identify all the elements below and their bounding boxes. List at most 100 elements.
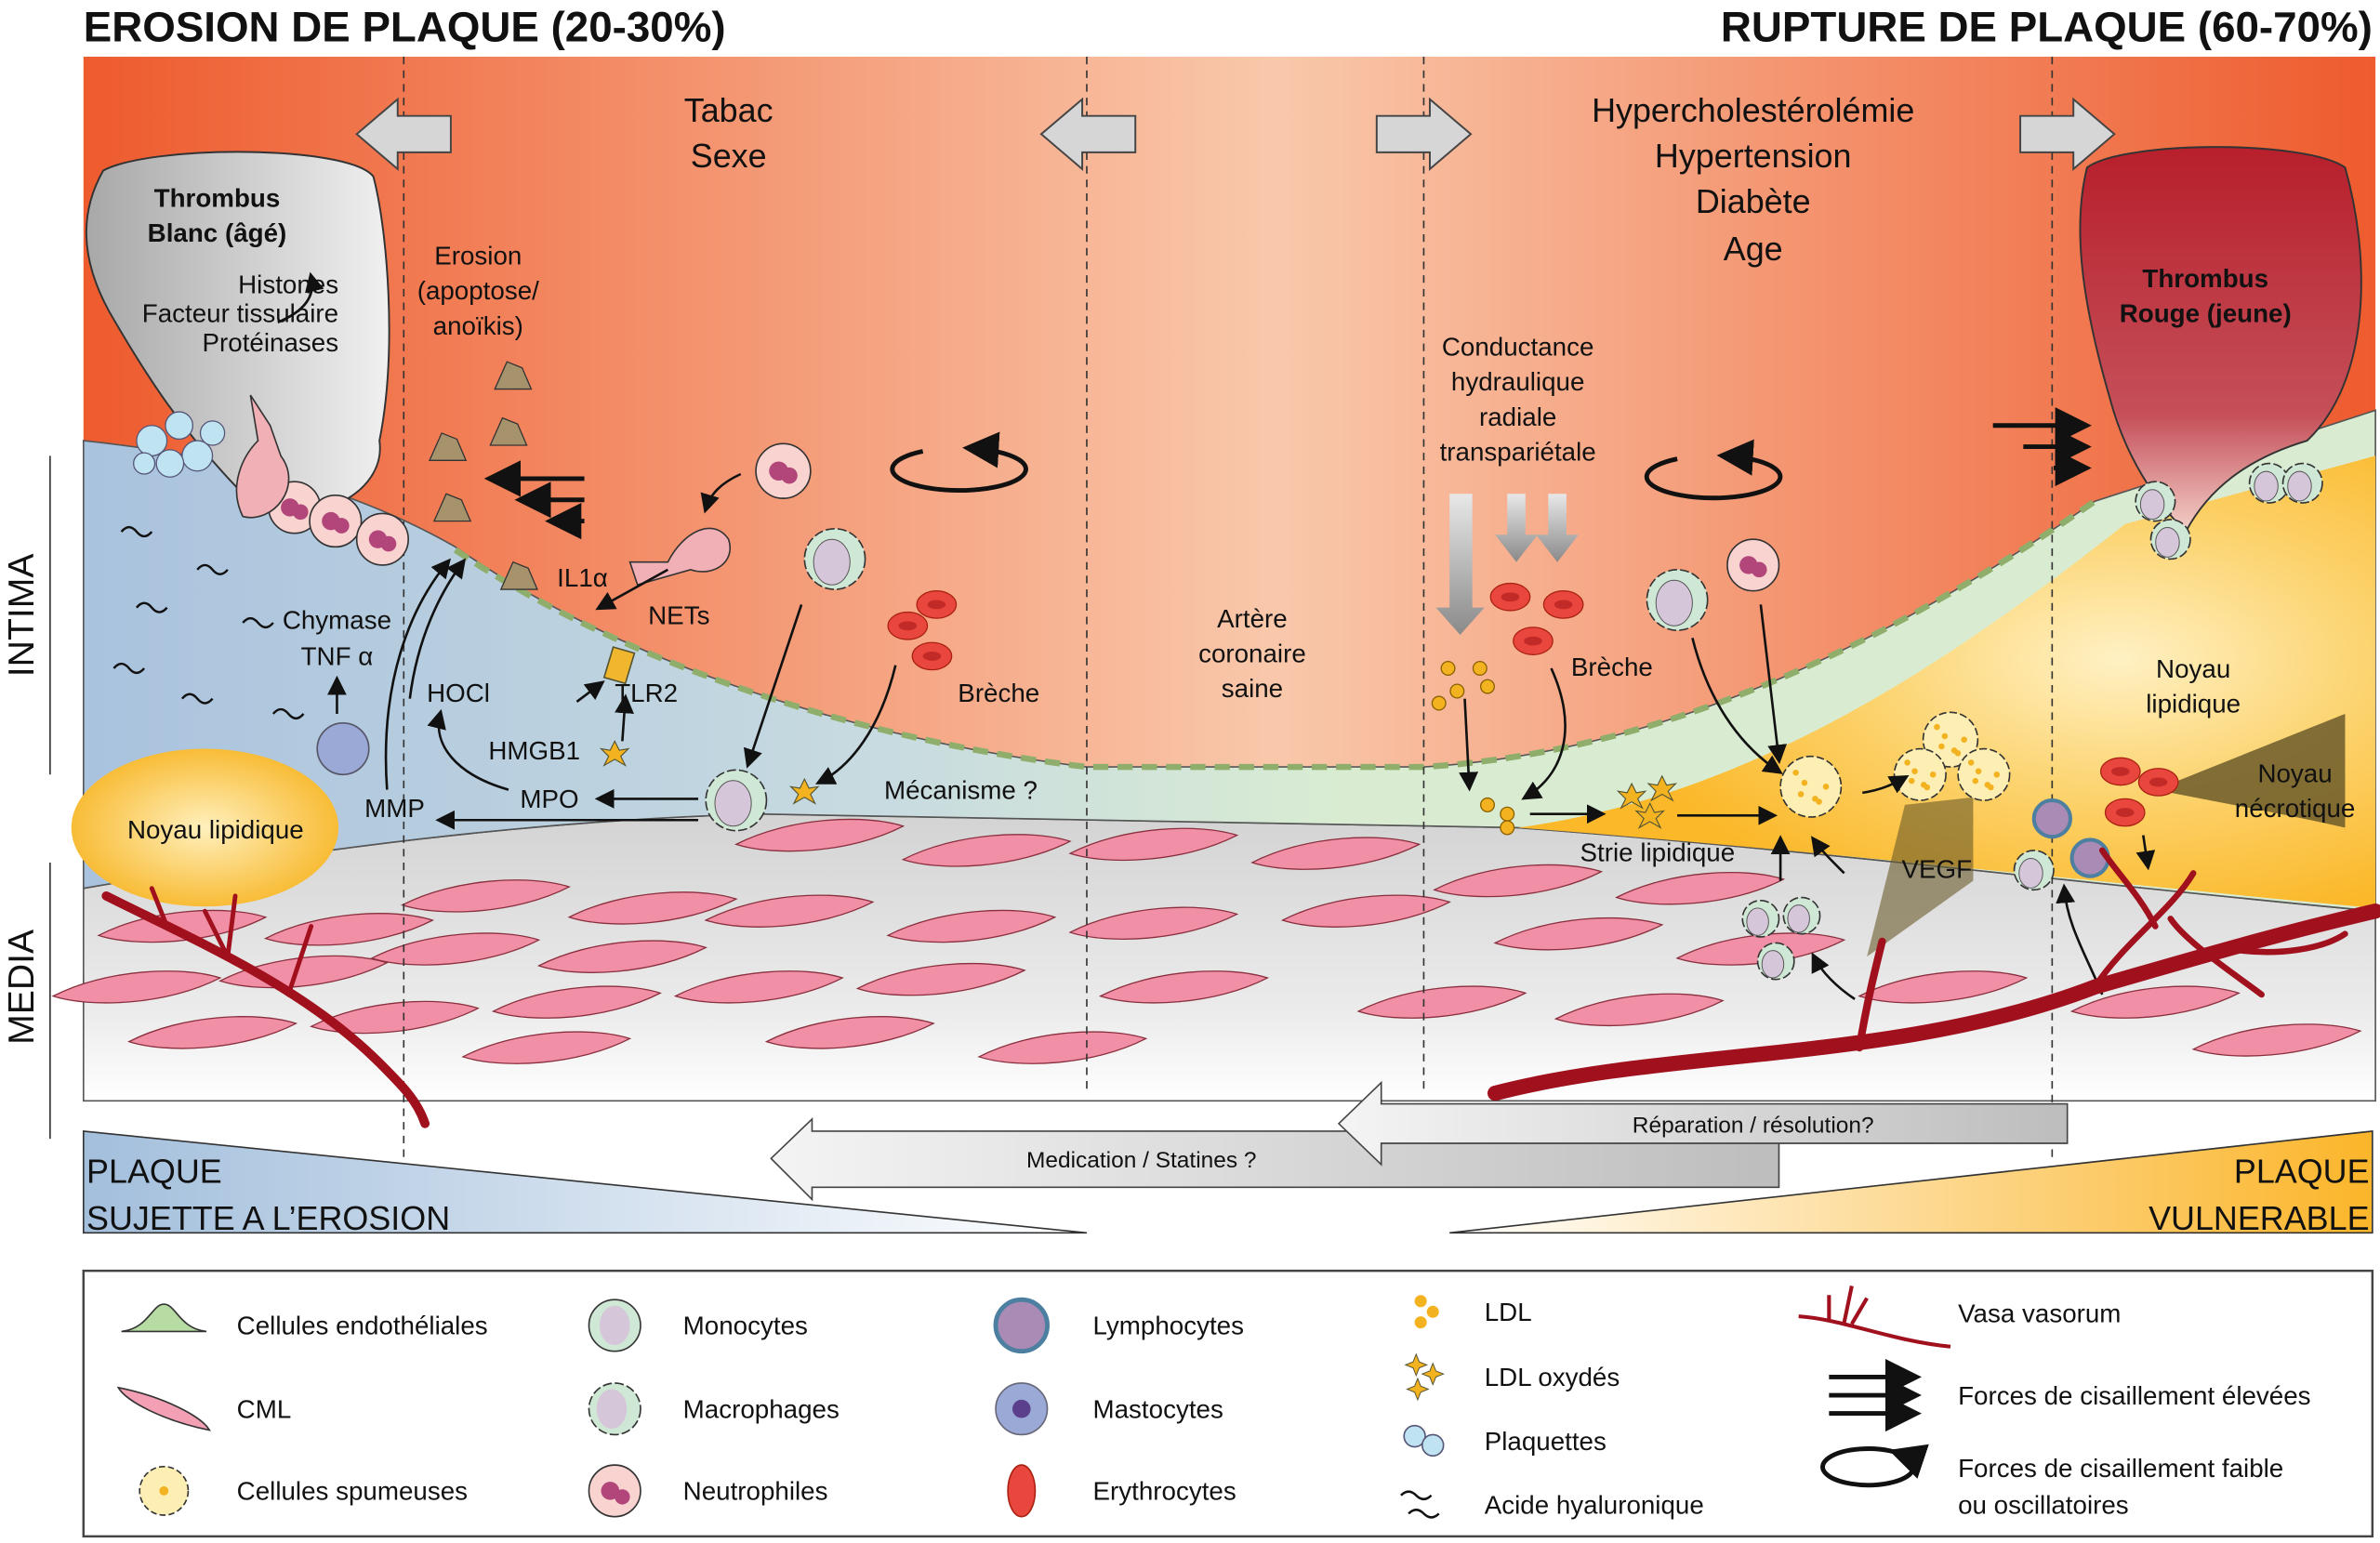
legend-item: CML xyxy=(116,1386,291,1431)
erythrocyte xyxy=(2137,768,2179,797)
risk-factor: Hypercholestérolémie xyxy=(1592,91,1914,129)
erosion-prone-triangle xyxy=(82,1130,1088,1234)
legend-item: LDL xyxy=(1414,1295,1532,1329)
legend-item: Plaquettes xyxy=(1403,1424,1606,1457)
ldl-particle xyxy=(1500,820,1515,836)
legend-item: Erythrocytes xyxy=(1007,1464,1236,1518)
necrotic-core xyxy=(2155,713,2346,828)
oxidized-ldl xyxy=(1646,774,1678,802)
direction-arrows xyxy=(355,97,2116,171)
high-shear-arrows-left-icon xyxy=(483,460,585,540)
red-thrombus xyxy=(2079,146,2362,534)
hyaluronic-acid xyxy=(120,525,153,538)
smc-cell xyxy=(704,894,875,928)
plaque-vulnerable-label: VULNERABLE xyxy=(2149,1199,2369,1237)
intima-label: INTIMA xyxy=(2,553,42,678)
ldl-particle xyxy=(1480,679,1495,694)
smc-cell xyxy=(127,1016,298,1049)
macrophage xyxy=(2013,850,2055,891)
smc-cell xyxy=(370,932,541,966)
mmp-label: MMP xyxy=(364,794,425,823)
artere-saine-label: saine xyxy=(1222,674,1283,703)
smc-cell xyxy=(673,970,844,1004)
foam-cell-icon xyxy=(139,1465,190,1516)
conductance-label: radiale xyxy=(1479,402,1556,431)
title-rupture: RUPTURE DE PLAQUE (60-70%) xyxy=(1721,4,2373,51)
pathway-arrows xyxy=(277,271,2156,1000)
breche-left-label: Brèche xyxy=(958,679,1039,707)
neutrophil xyxy=(355,512,409,566)
smc-cell xyxy=(1493,917,1664,951)
smc-cell xyxy=(977,1031,1148,1064)
ldl-icon xyxy=(1414,1295,1439,1329)
artere-saine-label: coronaire xyxy=(1198,639,1306,667)
erythrocyte xyxy=(887,611,929,640)
neutrophil xyxy=(755,442,812,499)
endothelial-cell-icon xyxy=(121,1303,207,1333)
smc-cell xyxy=(1356,985,1527,1019)
detached-endothelial-cell xyxy=(432,493,472,522)
strie-label: Strie lipidique xyxy=(1580,837,1736,866)
section-dividers xyxy=(403,57,2054,1162)
macrophage xyxy=(2248,462,2290,504)
smc-cell xyxy=(1433,864,1604,898)
erythrocyte xyxy=(2104,798,2146,827)
legend-label: Forces de cisaillement élevées xyxy=(1958,1381,2310,1410)
risk-factor: Sexe xyxy=(691,137,767,175)
arrow-left-icon xyxy=(355,97,452,171)
smc-cell xyxy=(1280,894,1451,928)
smc-cell xyxy=(1098,970,1269,1004)
thrombus-rouge-label: Rouge (jeune) xyxy=(2120,299,2292,328)
legend-label: Vasa vasorum xyxy=(1958,1299,2121,1328)
legend-item: Cellules endothéliales xyxy=(121,1303,488,1340)
ldl-particle xyxy=(1449,683,1465,699)
legend-item: Macrophages xyxy=(588,1382,840,1436)
low-shear-rotation-icon xyxy=(1820,1444,1929,1488)
tlr2-receptor xyxy=(602,646,636,685)
smc-cell xyxy=(764,1016,935,1049)
legend-item: LDL oxydés xyxy=(1404,1352,1620,1402)
legend-item: Lymphocytes xyxy=(993,1297,1244,1354)
oxidized-ldl xyxy=(599,740,630,767)
mpo-label: MPO xyxy=(520,785,578,813)
macrophage xyxy=(2281,462,2323,504)
ldl-particle xyxy=(1472,660,1488,676)
low-shear-rotation-icon xyxy=(890,431,1783,501)
platelets-icon xyxy=(1403,1424,1445,1457)
erythrocyte xyxy=(1513,626,1554,655)
detached-endothelial-cell xyxy=(429,432,468,461)
macrophage xyxy=(803,527,866,590)
smc-cell xyxy=(400,879,571,913)
erythrocyte xyxy=(916,590,958,619)
ldl-particle xyxy=(1480,797,1495,812)
erythrocyte xyxy=(1489,582,1531,612)
legend-label: LDL oxydés xyxy=(1485,1363,1620,1391)
oxidized-ldl xyxy=(1616,782,1647,810)
smc-cell xyxy=(886,909,1057,943)
high-shear-arrows-right-icon xyxy=(1992,407,2092,487)
legend-label: Cellules spumeuses xyxy=(237,1477,468,1506)
vegf-label: VEGF xyxy=(1901,854,1972,883)
smc-cell xyxy=(1250,837,1421,870)
smc-cell xyxy=(461,1031,632,1064)
neutrophil-icon xyxy=(588,1464,641,1518)
legend-item: Mastocytes xyxy=(995,1382,1223,1436)
legend-label: Mastocytes xyxy=(1093,1395,1223,1424)
risk-factor: Tabac xyxy=(684,91,774,129)
legend-label: Erythrocytes xyxy=(1093,1477,1236,1506)
macrophage xyxy=(2135,481,2176,522)
smc-cell xyxy=(536,940,707,973)
thrombus-blanc-label: Thrombus xyxy=(154,184,281,213)
noyau-necrotique-label: nécrotique xyxy=(2235,794,2356,823)
plaque-erosion-label: SUJETTE A L’EROSION xyxy=(86,1199,450,1237)
down-arrows-icon xyxy=(1435,494,1579,636)
foam-cell xyxy=(1779,755,1843,818)
arrow-right-icon xyxy=(2019,97,2116,171)
erosion-label: Erosion xyxy=(434,242,522,270)
hmgb1-label: HMGB1 xyxy=(488,736,580,765)
legend-label: Monocytes xyxy=(683,1312,808,1340)
legend-label: Lymphocytes xyxy=(1093,1312,1244,1340)
vulnerable-triangle xyxy=(1449,1130,2373,1234)
conductance-label: hydraulique xyxy=(1451,367,1584,396)
cells-group xyxy=(112,361,2323,981)
